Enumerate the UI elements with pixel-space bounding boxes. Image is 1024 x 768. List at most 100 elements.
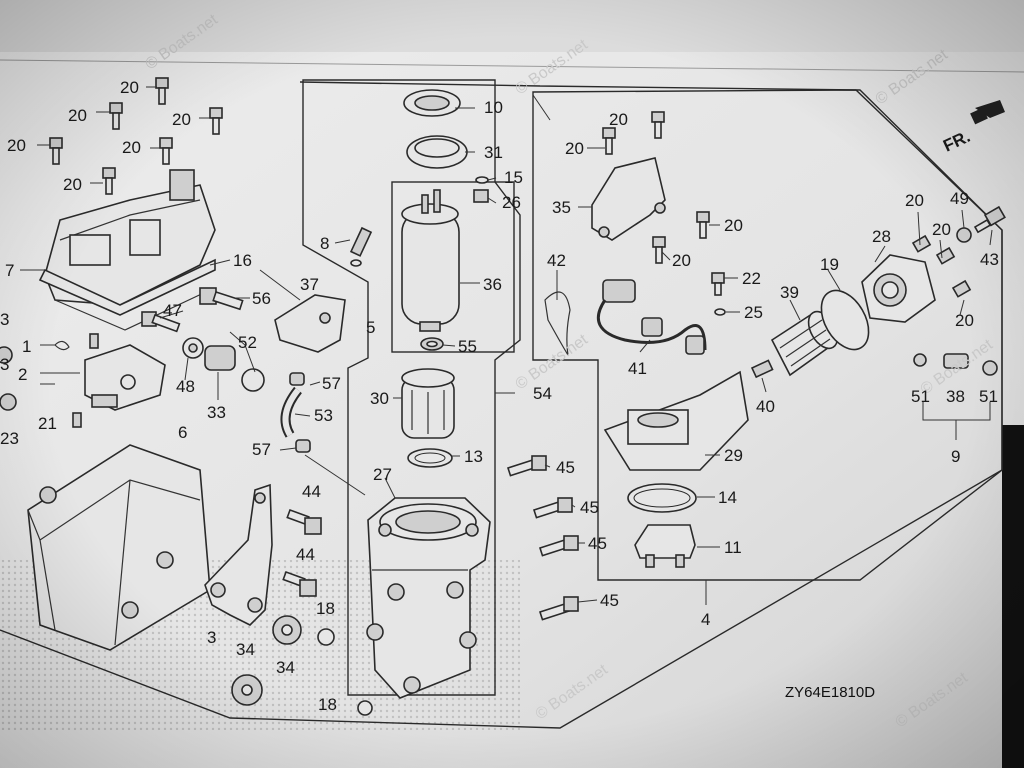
callout-label: 15 <box>504 168 523 187</box>
callout-label: 55 <box>458 337 477 356</box>
callout-label: 26 <box>502 193 521 212</box>
callout-label: 27 <box>373 465 392 484</box>
callout-label: 40 <box>756 397 775 416</box>
nut-part-34 <box>231 674 263 706</box>
callout-label: 45 <box>556 458 575 477</box>
clamp-part-57 <box>289 372 305 386</box>
callout-label: 21 <box>38 414 57 433</box>
callout-label: 20 <box>7 136 26 155</box>
callout-label: 28 <box>872 227 891 246</box>
strainer-part-30 <box>401 368 455 439</box>
callout-label: 51 <box>979 387 998 406</box>
callout-label: 3 <box>0 355 9 374</box>
callout-label: 44 <box>296 545 315 564</box>
callout-label: 20 <box>724 216 743 235</box>
ring-part-31 <box>406 135 468 169</box>
callout-label: 57 <box>322 374 341 393</box>
callout-label: 2 <box>18 365 27 384</box>
oring-part-13 <box>407 448 453 468</box>
callout-label: 53 <box>314 406 333 425</box>
callout-label: 37 <box>300 275 319 294</box>
callout-label: 49 <box>950 189 969 208</box>
callout-label: 14 <box>718 488 737 507</box>
callout-label: 20 <box>63 175 82 194</box>
callout-label: 34 <box>236 640 255 659</box>
fuel-pump-part-36 <box>401 189 460 332</box>
ring-part-55 <box>420 337 444 351</box>
callout-label: 44 <box>302 482 321 501</box>
callout-label: 45 <box>600 591 619 610</box>
callout-label: 8 <box>320 234 329 253</box>
callout-label: 4 <box>701 610 710 629</box>
callout-label: 1 <box>22 337 31 356</box>
nut-part-34 <box>272 615 302 645</box>
callout-label: 13 <box>464 447 483 466</box>
callout-label: 5 <box>366 318 375 337</box>
callout-label: 34 <box>276 658 295 677</box>
washer-part-51 <box>913 353 927 367</box>
callout-label: 42 <box>547 251 566 270</box>
callout-label: 6 <box>178 423 187 442</box>
callout-label: 38 <box>946 387 965 406</box>
ring-part-18 <box>357 700 373 716</box>
callout-label: 36 <box>483 275 502 294</box>
callout-label: 7 <box>5 261 14 280</box>
callout-label: 18 <box>316 599 335 618</box>
callout-label: 35 <box>552 198 571 217</box>
pin-part-21 <box>72 412 82 428</box>
callout-label: 20 <box>905 191 924 210</box>
ring-part-18 <box>317 628 335 646</box>
callout-label: 20 <box>68 106 87 125</box>
callout-label: 29 <box>724 446 743 465</box>
washer-part-48 <box>182 337 204 359</box>
callout-label: 25 <box>744 303 763 322</box>
callout-label: 20 <box>172 110 191 129</box>
washer-part-51 <box>982 360 998 376</box>
callout-label: 47 <box>163 301 182 320</box>
clamp-part-57 <box>295 439 311 453</box>
top-bar <box>0 0 1024 52</box>
callout-label: 52 <box>238 333 257 352</box>
callout-label: 19 <box>820 255 839 274</box>
callout-label: 3 <box>0 310 9 329</box>
callout-label: 39 <box>780 283 799 302</box>
callout-label: 20 <box>932 220 951 239</box>
callout-label: 22 <box>742 269 761 288</box>
right-edge-dark <box>1002 425 1024 768</box>
callout-label: 45 <box>588 534 607 553</box>
callout-label: 20 <box>955 311 974 330</box>
callout-label: 23 <box>0 429 19 448</box>
diagram-code: ZY64E1810D <box>785 684 875 701</box>
callout-label: 43 <box>980 250 999 269</box>
callout-label: 10 <box>484 98 503 117</box>
callout-label: 51 <box>911 387 930 406</box>
callout-label: 16 <box>233 251 252 270</box>
callout-label: 30 <box>370 389 389 408</box>
callout-label: 11 <box>724 538 742 557</box>
callout-label: 20 <box>565 139 584 158</box>
callout-label: 20 <box>120 78 139 97</box>
callout-label: 45 <box>580 498 599 517</box>
callout-label: 18 <box>318 695 337 714</box>
callout-label: 41 <box>628 359 647 378</box>
callout-label: 3 <box>207 628 216 647</box>
washer-part-49 <box>956 227 972 243</box>
callout-label: 31 <box>484 143 503 162</box>
grommet-part-33 <box>204 345 236 371</box>
callout-label: 56 <box>252 289 271 308</box>
callout-label: 54 <box>533 384 552 403</box>
cap-part-52 <box>241 368 265 392</box>
nut-part-23 <box>0 393 17 411</box>
callout-label: 57 <box>252 440 271 459</box>
callout-label: 9 <box>951 447 960 466</box>
callout-label: 20 <box>609 110 628 129</box>
oring-part-14 <box>627 483 697 513</box>
gasket-part-10 <box>403 89 461 117</box>
callout-label: 33 <box>207 403 226 422</box>
washer-part-25 <box>714 308 726 316</box>
callout-label: 20 <box>672 251 691 270</box>
collar-part-26 <box>473 189 489 203</box>
callout-label: 48 <box>176 377 195 396</box>
